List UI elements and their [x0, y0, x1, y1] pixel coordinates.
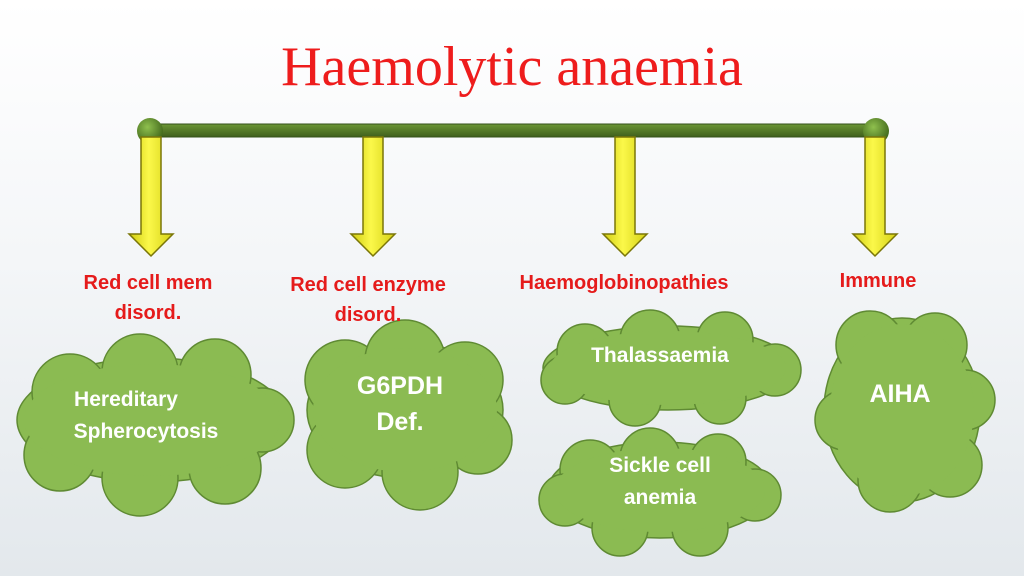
category-red-cell-membrane: Red cell mem disord.: [48, 268, 248, 328]
example-label-line: Def.: [376, 408, 424, 436]
example-label-line: anemia: [623, 486, 697, 509]
slide-title: Haemolytic anaemia: [281, 36, 743, 98]
category-label-line: disord.: [114, 302, 182, 324]
example-g6pdh-def: G6PDH Def.: [310, 368, 490, 440]
category-label-line: Red cell enzyme: [290, 274, 446, 296]
category-red-cell-enzyme: Red cell enzyme disord.: [268, 270, 468, 330]
category-label-line: Red cell mem: [83, 272, 213, 294]
example-label-line: Hereditary: [74, 388, 178, 411]
example-label-line: Thalassaemia: [591, 344, 729, 367]
example-label-line: Sickle cell: [609, 454, 711, 477]
arrow-4: [851, 136, 899, 258]
category-label-line: Immune: [839, 270, 917, 292]
cloud-hereditary-spherocytosis: [16, 333, 295, 517]
cloud-sickle-cell-anemia: [538, 427, 782, 557]
example-thalassaemia: Thalassaemia: [560, 340, 760, 372]
arrow-2: [349, 136, 397, 258]
example-label-line: Spherocytosis: [73, 420, 219, 443]
category-immune: Immune: [818, 266, 938, 296]
arrow-3: [601, 136, 649, 258]
category-label-line: disord.: [334, 304, 402, 326]
arrow-1: [127, 136, 175, 258]
category-haemoglobinopathies: Haemoglobinopathies: [494, 268, 754, 298]
cloud-g6pdh-def: [304, 319, 513, 511]
connector-bar: [149, 123, 877, 138]
cloud-aiha: [814, 310, 996, 513]
example-label-line: AIHA: [869, 380, 931, 408]
example-sickle-cell-anemia: Sickle cell anemia: [560, 450, 760, 514]
category-label-line: Haemoglobinopathies: [519, 272, 729, 294]
example-label-line: G6PDH: [356, 372, 444, 400]
cloud-thalassaemia: [540, 309, 802, 427]
example-aiha: AIHA: [840, 376, 960, 412]
example-hereditary-spherocytosis: Hereditary Spherocytosis: [46, 384, 246, 448]
